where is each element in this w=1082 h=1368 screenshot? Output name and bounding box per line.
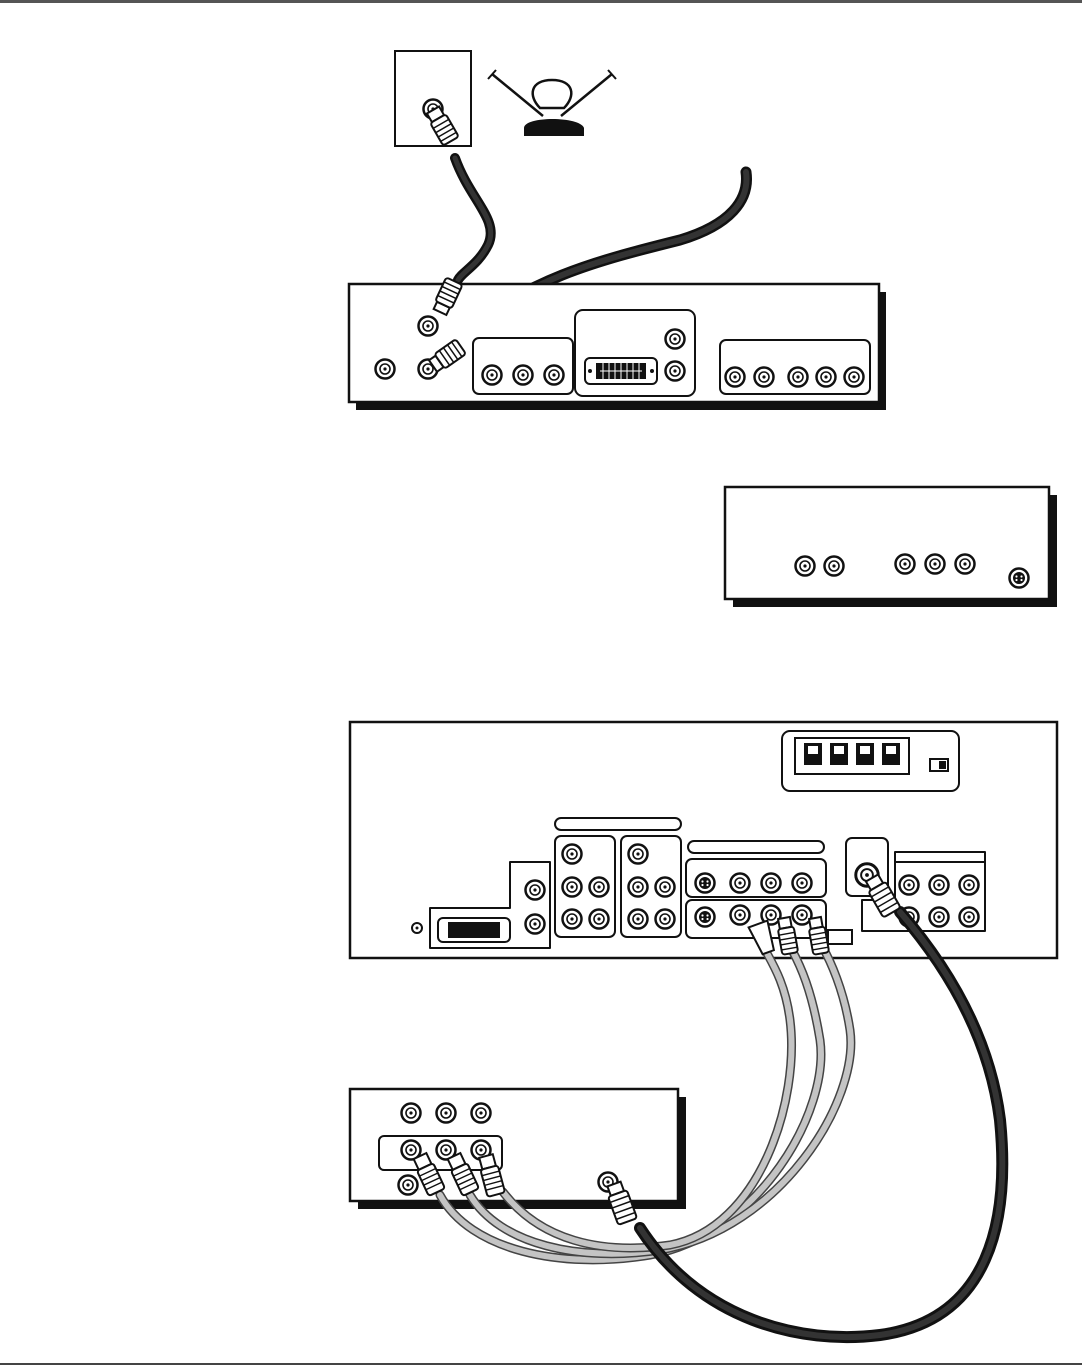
- jack-icon: [666, 330, 685, 349]
- cable-box-back-panel: [349, 284, 886, 410]
- jack-icon: [629, 845, 648, 864]
- jack-icon: [930, 908, 949, 927]
- jack-icon: [926, 555, 945, 574]
- coax-cable-wall-to-cablebox: [455, 158, 491, 280]
- jack-icon: [563, 878, 582, 897]
- jack-icon: [545, 366, 564, 385]
- jack-icon: [666, 362, 685, 381]
- rabbit-ear-antenna-icon: [488, 70, 616, 136]
- jack-icon: [590, 910, 609, 929]
- jack-icon: [793, 874, 812, 893]
- vcr-back-panel: [350, 1089, 686, 1209]
- jack-icon: [956, 555, 975, 574]
- jack-icon: [402, 1104, 421, 1123]
- jack-icon: [437, 1104, 456, 1123]
- jack-icon: [960, 876, 979, 895]
- s-video-jack-icon: [696, 874, 715, 893]
- jack-icon: [563, 845, 582, 864]
- jack-icon: [514, 366, 533, 385]
- jack-icon: [960, 908, 979, 927]
- jack-icon: [896, 555, 915, 574]
- jack-icon: [755, 368, 774, 387]
- jack-icon: [817, 368, 836, 387]
- jack-icon: [526, 915, 545, 934]
- jack-icon: [563, 910, 582, 929]
- jack-icon: [419, 317, 438, 336]
- jack-icon: [726, 368, 745, 387]
- jack-icon: [629, 878, 648, 897]
- jack-icon: [526, 881, 545, 900]
- wall-jack: [395, 51, 471, 146]
- jack-icon: [900, 876, 919, 895]
- jack-icon: [399, 1176, 418, 1195]
- jack-icon: [472, 1104, 491, 1123]
- jack-icon: [731, 874, 750, 893]
- jack-icon: [376, 360, 395, 379]
- s-video-jack-icon: [1010, 569, 1029, 588]
- jack-icon: [731, 906, 750, 925]
- jack-icon: [629, 910, 648, 929]
- dvd-player-back-panel: [725, 487, 1057, 607]
- jack-icon: [930, 876, 949, 895]
- jack-icon: [483, 366, 502, 385]
- jack-icon: [590, 878, 609, 897]
- jack-icon: [762, 874, 781, 893]
- jack-icon: [845, 368, 864, 387]
- jack-icon: [656, 878, 675, 897]
- jack-icon: [789, 368, 808, 387]
- jack-icon: [825, 557, 844, 576]
- jack-icon: [796, 557, 815, 576]
- s-video-jack-icon: [696, 908, 715, 927]
- tv-back-panel: [350, 722, 1057, 958]
- coax-cable-vcr-to-tv: [640, 912, 1002, 1337]
- jack-icon: [656, 910, 675, 929]
